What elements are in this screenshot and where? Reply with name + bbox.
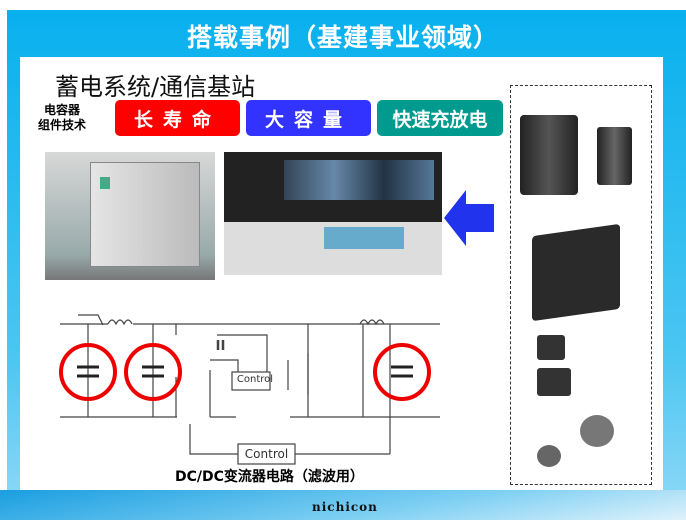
- capacitor-highlight-2: [124, 343, 182, 401]
- radial-capacitor-photo-2: [537, 368, 571, 396]
- tech-label: 电容器组件技术: [38, 103, 86, 133]
- smd-capacitor-photo-1: [537, 445, 561, 467]
- capacitor-highlight-3: [373, 343, 431, 401]
- small-capacitor-photo: [597, 127, 632, 185]
- dcdc-circuit-diagram: [59, 314, 440, 465]
- capacitor-module-photo: [532, 223, 620, 322]
- slide-title: 搭载事例（基建事业领域）: [186, 23, 499, 52]
- circuit-caption: DC/DC变流器电路（滤波用）: [175, 469, 364, 485]
- feature-long-life: 长寿命: [115, 100, 240, 136]
- radial-capacitor-photo-1: [537, 335, 565, 360]
- control-box-top: Control: [236, 374, 274, 385]
- feature-large-capacity: 大容量: [246, 100, 371, 136]
- capacitor-highlight-1: [59, 343, 117, 401]
- tech-label-line1: 电容器: [44, 103, 81, 117]
- bottom-wave: [0, 490, 686, 520]
- nichicon-logo: nichicon: [312, 500, 378, 514]
- tech-label-line2: 组件技术: [38, 118, 87, 132]
- smd-capacitor-photo-2: [580, 415, 614, 447]
- arrow-left-icon: [444, 190, 494, 246]
- storage-system-photo: [45, 152, 215, 280]
- feature-fast-charge: 快速充放电: [377, 100, 503, 136]
- section-subtitle: 蓄电系统/通信基站: [55, 73, 256, 101]
- control-box-bottom: Control: [244, 447, 289, 461]
- component-panel: [510, 85, 652, 485]
- control-room-photo: [224, 152, 442, 275]
- snap-in-capacitor-photo: [520, 115, 578, 195]
